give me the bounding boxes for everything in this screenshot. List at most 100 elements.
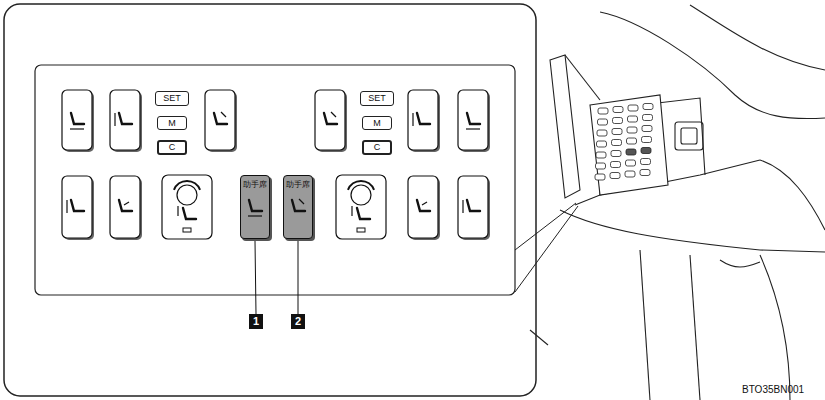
seat-switch <box>408 90 440 152</box>
memory-button: C <box>362 140 392 155</box>
mini-switch <box>611 162 621 168</box>
seat-switch <box>62 90 94 152</box>
switch-body <box>62 90 92 150</box>
callout-label: 1 <box>253 316 259 327</box>
dial-ring <box>177 185 197 205</box>
console-edge <box>720 260 760 267</box>
button-label: SET <box>368 94 386 103</box>
dial-ring <box>351 185 371 205</box>
seat-icon <box>243 195 267 225</box>
mini-switch <box>627 127 637 133</box>
mini-switch <box>641 159 651 165</box>
arrow-icon <box>114 113 115 126</box>
button-label: M <box>373 119 381 128</box>
button-label: SET <box>163 94 181 103</box>
button-label: 助手席 <box>286 181 310 189</box>
arrow-icon <box>412 113 413 126</box>
mini-switch <box>641 148 651 154</box>
seat-icon <box>357 208 370 219</box>
switch-body <box>408 90 438 150</box>
seat-icon <box>324 113 337 124</box>
console-edge <box>760 160 825 230</box>
mini-switch <box>643 115 653 121</box>
arrow-icon <box>248 215 262 216</box>
mini-switch <box>628 105 638 111</box>
mini-switch <box>595 174 605 180</box>
seat-outline <box>760 255 790 400</box>
climate-switch <box>336 175 386 239</box>
mini-switch <box>642 137 652 143</box>
mini-switch <box>598 119 608 125</box>
mini-switch <box>626 160 636 166</box>
frame <box>4 4 536 396</box>
mini-switch <box>627 138 637 144</box>
arrow-icon <box>422 202 427 205</box>
switch-body <box>110 176 140 238</box>
leader-line <box>255 241 256 314</box>
mini-switch <box>612 129 622 135</box>
console-drawing <box>530 5 825 400</box>
seat-switch <box>315 90 347 152</box>
button-label: 助手席 <box>243 181 267 189</box>
mini-switch <box>613 118 623 124</box>
mini-switch <box>596 163 606 169</box>
seat-icon <box>249 200 262 211</box>
mini-switch <box>612 140 622 146</box>
zoom-line <box>515 206 578 292</box>
mini-switch <box>643 104 653 110</box>
switch-body <box>315 90 345 150</box>
mini-switch <box>610 173 620 179</box>
seat-switch <box>62 176 94 240</box>
seat-outline <box>690 5 825 70</box>
cup-holder <box>675 122 703 150</box>
mini-switch <box>598 108 608 114</box>
console-edge <box>690 255 700 400</box>
switch-body <box>62 176 92 238</box>
switch-panel-small <box>590 95 668 195</box>
seat-switch <box>110 90 142 152</box>
arrow-icon <box>177 206 178 216</box>
callout-number: 2 <box>291 314 305 329</box>
arrow-icon <box>221 112 226 117</box>
figure-code: BTO35BN001 <box>742 384 804 395</box>
switch-body <box>408 176 438 238</box>
dial-scale <box>347 180 375 190</box>
console-edge <box>640 250 650 400</box>
switch-body <box>205 90 235 150</box>
passenger-seat-switch: 助手席 <box>240 175 270 239</box>
mini-switch <box>626 149 636 155</box>
seat-switch <box>458 90 490 152</box>
switch-body <box>458 176 488 238</box>
memory-button: C <box>157 140 187 155</box>
button-label: C <box>374 143 381 152</box>
mini-switch <box>642 126 652 132</box>
arrow-icon <box>351 206 352 216</box>
switch-panel <box>35 65 515 295</box>
seat-switch <box>408 176 440 240</box>
button-label: C <box>169 143 176 152</box>
memory-button: SET <box>360 91 394 106</box>
memory-button: M <box>362 116 392 130</box>
button-label: M <box>168 119 176 128</box>
indicator <box>183 228 191 232</box>
seat-icon <box>183 208 196 219</box>
seat-icon <box>119 200 132 211</box>
climate-switch <box>162 175 212 239</box>
memory-button: SET <box>155 91 189 106</box>
seat-icon <box>71 113 84 124</box>
arrow-icon <box>70 128 84 129</box>
console-edge <box>560 210 825 252</box>
arrow-icon <box>466 128 480 129</box>
mini-switch <box>597 130 607 136</box>
switch-body <box>336 175 386 239</box>
seat-switch <box>110 176 142 240</box>
seat-icon <box>417 113 430 124</box>
arrow-icon <box>331 112 336 117</box>
seat-icon <box>286 195 310 225</box>
switch-body <box>110 90 140 150</box>
mini-switch <box>597 141 607 147</box>
